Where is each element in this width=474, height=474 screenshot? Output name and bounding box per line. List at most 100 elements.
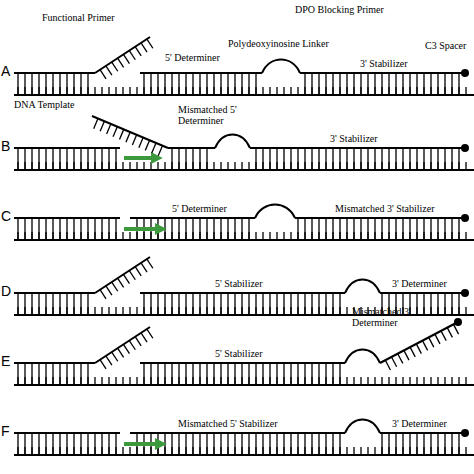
base-pair	[409, 433, 410, 455]
base-pair	[388, 148, 389, 170]
base-pair	[45, 363, 46, 385]
base-pair	[38, 293, 39, 315]
base-pair	[213, 363, 214, 385]
row-letter: F	[1, 424, 10, 439]
base-pair	[199, 293, 200, 315]
base-pair	[388, 218, 389, 240]
template-base	[276, 87, 277, 95]
unpaired-base	[100, 121, 104, 131]
base-pair	[374, 218, 375, 240]
base-pair	[31, 363, 32, 385]
template-base	[101, 377, 102, 385]
base-pair	[17, 73, 18, 95]
region-label: 3' Stabilizer	[360, 58, 408, 69]
unpaired-base	[147, 329, 153, 338]
template-base	[101, 87, 102, 95]
base-pair	[45, 73, 46, 95]
template-base	[458, 377, 459, 385]
base-pair	[24, 148, 25, 170]
base-pair	[52, 73, 53, 95]
base-pair	[311, 293, 312, 315]
template-base	[115, 307, 116, 315]
base-pair	[73, 148, 74, 170]
primer-strand	[250, 147, 462, 149]
base-pair	[199, 433, 200, 455]
template-base	[388, 377, 389, 385]
base-pair	[241, 363, 242, 385]
extension-arrow	[124, 227, 162, 231]
template-base	[402, 377, 403, 385]
template-base	[227, 162, 228, 170]
base-pair	[59, 148, 60, 170]
base-pair	[360, 73, 361, 95]
base-pair	[199, 218, 200, 240]
unpaired-base	[141, 333, 147, 342]
base-pair	[192, 433, 193, 455]
base-pair	[381, 148, 382, 170]
template-base	[122, 232, 123, 240]
unpaired-base	[422, 341, 427, 351]
row-letter: B	[1, 139, 10, 154]
base-pair	[206, 148, 207, 170]
base-pair	[409, 218, 410, 240]
template-base	[262, 87, 263, 95]
base-pair	[108, 148, 109, 170]
base-pair	[241, 433, 242, 455]
extension-arrow	[124, 156, 158, 160]
base-pair	[178, 218, 179, 240]
base-pair	[108, 218, 109, 240]
base-pair	[185, 148, 186, 170]
unpaired-base	[139, 138, 143, 148]
base-pair	[304, 363, 305, 385]
base-pair	[185, 363, 186, 385]
base-pair	[227, 363, 228, 385]
base-pair	[66, 218, 67, 240]
base-pair	[451, 148, 452, 170]
base-pair	[192, 293, 193, 315]
unpaired-base	[112, 62, 118, 71]
base-pair	[143, 363, 144, 385]
base-pair	[171, 148, 172, 170]
base-pair	[80, 363, 81, 385]
unpaired-base	[141, 43, 147, 52]
template-base	[451, 377, 452, 385]
base-pair	[367, 218, 368, 240]
unpaired-base	[107, 124, 111, 134]
base-pair	[395, 73, 396, 95]
base-pair	[395, 218, 396, 240]
row-letter: E	[1, 354, 10, 369]
base-pair	[437, 73, 438, 95]
template-base	[367, 447, 368, 455]
base-pair	[143, 73, 144, 95]
template-base	[108, 377, 109, 385]
template-base	[381, 377, 382, 385]
primer-strand	[295, 217, 462, 219]
base-pair	[430, 293, 431, 315]
base-pair	[164, 218, 165, 240]
base-pair	[220, 73, 221, 95]
base-pair	[269, 148, 270, 170]
template-base	[115, 87, 116, 95]
template-strand	[14, 239, 474, 241]
base-pair	[220, 293, 221, 315]
base-pair	[87, 363, 88, 385]
base-pair	[150, 293, 151, 315]
template-base	[430, 377, 431, 385]
base-pair	[346, 218, 347, 240]
base-pair	[458, 218, 459, 240]
base-pair	[290, 363, 291, 385]
unpaired-base	[129, 51, 135, 60]
base-pair	[227, 73, 228, 95]
template-base	[129, 447, 130, 455]
base-pair	[360, 218, 361, 240]
inosine-linker	[255, 205, 295, 219]
base-pair	[38, 73, 39, 95]
base-pair	[423, 293, 424, 315]
base-pair	[262, 148, 263, 170]
base-pair	[143, 293, 144, 315]
template-base	[346, 447, 347, 455]
base-pair	[248, 433, 249, 455]
template-base	[465, 162, 466, 170]
base-pair	[318, 293, 319, 315]
inosine-linker	[345, 350, 380, 364]
